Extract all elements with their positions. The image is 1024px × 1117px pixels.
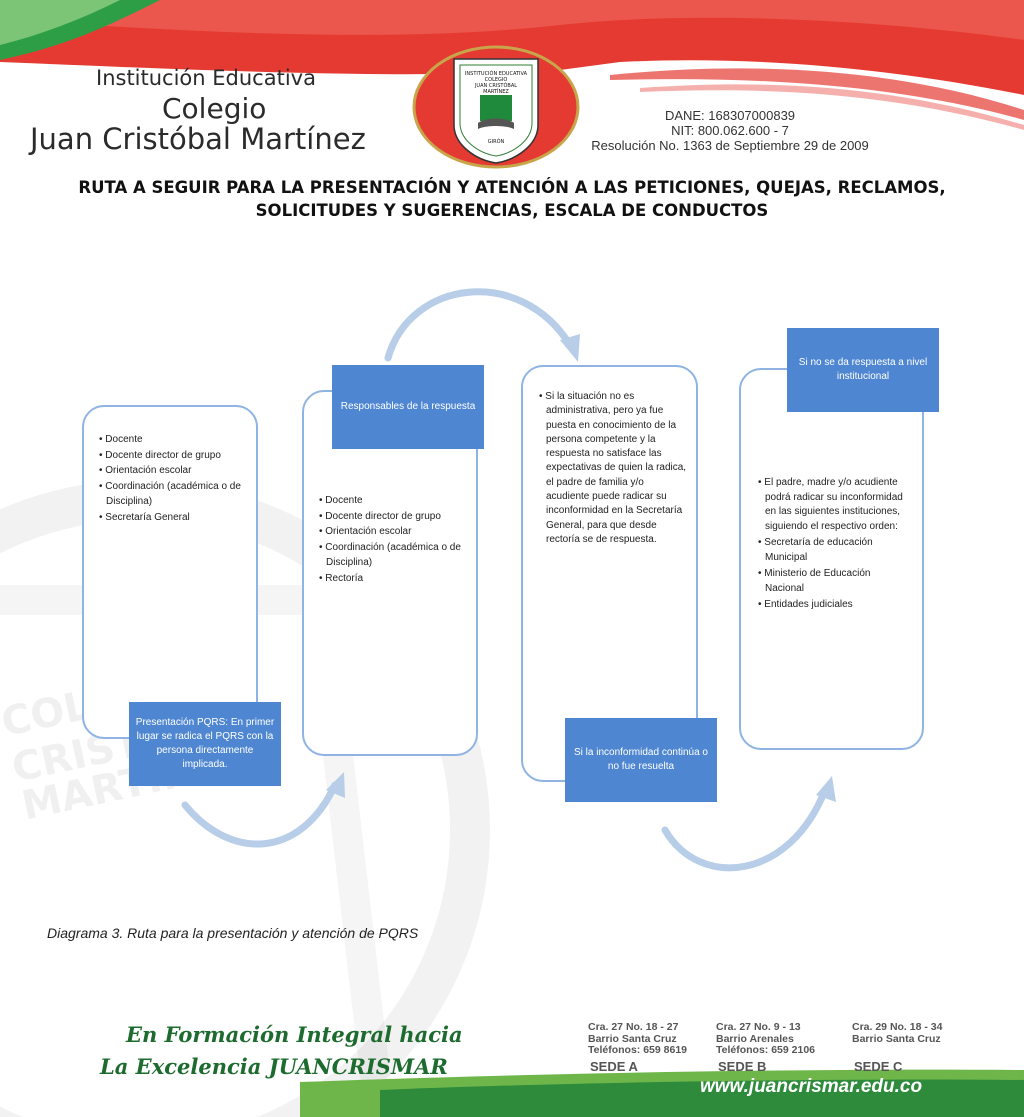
step2-label-box: Responsables de la respuesta [332,365,484,449]
list-item: • Docente [99,434,143,445]
list-item: • Docente director de grupo [319,510,441,522]
sede-a-barrio: Barrio Santa Cruz [588,1032,677,1045]
step3-card [521,365,698,782]
list-item: • Coordinación (académica o de Disciplin… [99,480,241,508]
sede-a-label: SEDE A [590,1059,638,1074]
svg-text:GIRÓN: GIRÓN [488,138,505,145]
svg-text:MARTÍNEZ: MARTÍNEZ [483,88,509,95]
list-item: • Secretaría General [99,511,190,523]
school-crest-logo: INSTITUCIÓN EDUCATIVA COLEGIO JUAN CRIST… [412,45,580,169]
website-link[interactable]: www.juancrismar.edu.co [700,1076,923,1097]
step3-list: • Si la situación no es administrativa, … [538,390,688,547]
step2-list: • Docente • Docente director de grupo • … [318,493,468,586]
step3-label-box: Si la inconformidad continúa o no fue re… [565,718,717,802]
sede-c-address: Cra. 29 No. 18 - 34 [852,1021,943,1033]
svg-text:COLEGIO: COLEGIO [485,77,508,83]
sede-c-label: SEDE C [854,1059,903,1074]
sede-b-label: SEDE B [718,1059,767,1074]
sede-c-info: Cra. 29 No. 18 - 34 Barrio Santa Cruz [852,1021,943,1045]
slogan-line-1: En Formación Integral hacia [126,1022,463,1047]
step4-label-box: Si no se da respuesta a nivel institucio… [787,328,939,412]
sede-a-info: Cra. 27 No. 18 - 27 Barrio Santa Cruz Te… [588,1021,688,1057]
dane-text: DANE: 168307000839 [664,108,796,123]
page-title: RUTA A SEGUIR PARA LA PRESENTACIÓN Y ATE… [60,176,964,222]
list-item: • Ministerio de Educación Nacional [758,568,871,594]
sede-b-info: Cra. 27 No. 9 - 13 Barrio Arenales Teléf… [716,1021,816,1057]
step1-label-box: Presentación PQRS: En primer lugar se ra… [129,702,281,786]
sede-b-address: Cra. 27 No. 9 - 13 [716,1021,801,1033]
title-line-1: RUTA A SEGUIR PARA LA PRESENTACIÓN Y ATE… [78,178,946,197]
sede-c-barrio: Barrio Santa Cruz [852,1032,941,1045]
step4-list: • El padre, madre y/o acudiente podrá ra… [757,476,909,613]
list-item: • Orientación escolar [319,526,412,537]
step1-card [82,405,258,739]
arrow-step2-to-step3 [384,288,574,362]
diagram-caption: Diagrama 3. Ruta para la presentación y … [47,925,419,941]
sede-a-phone: Teléfonos: 659 8619 [588,1044,688,1056]
svg-text:JUAN CRISTÓBAL: JUAN CRISTÓBAL [474,82,517,89]
step1-list: • Docente • Docente director de grupo • … [98,432,248,525]
list-item: • El padre, madre y/o acudiente podrá ra… [758,477,903,532]
institution-line-1: Institución Educativa [96,66,316,90]
sede-b-barrio: Barrio Arenales [716,1032,794,1045]
list-item: • Si la situación no es administrativa, … [539,391,687,545]
list-item: • Docente director de grupo [99,449,221,461]
sede-a-address: Cra. 27 No. 18 - 27 [588,1021,679,1033]
institution-line-3: Juan Cristóbal Martínez [30,122,366,156]
arrow-step1-to-step2 [181,781,339,848]
list-item: • Rectoría [319,572,364,584]
institution-line-2: Colegio [162,92,267,125]
sede-b-phone: Teléfonos: 659 2106 [716,1044,816,1056]
list-item: • Coordinación (académica o de Disciplin… [319,541,461,569]
title-line-2: SOLICITUDES Y SUGERENCIAS, ESCALA DE CON… [255,201,769,220]
svg-text:INSTITUCIÓN EDUCATIVA: INSTITUCIÓN EDUCATIVA [465,70,528,77]
arrow-step3-to-step4 [661,786,829,872]
nit-text: NIT: 800.062.600 - 7 [671,123,789,138]
resolution-text: Resolución No. 1363 de Septiembre 29 de … [591,138,869,153]
slogan-line-2: La Excelencia JUANCRISMAR [100,1054,448,1079]
list-item: • Orientación escolar [99,465,192,476]
list-item: • Entidades judiciales [758,599,853,610]
list-item: • Secretaría de educación Municipal [758,537,873,563]
list-item: • Docente [319,495,363,506]
step2-card [302,390,478,756]
